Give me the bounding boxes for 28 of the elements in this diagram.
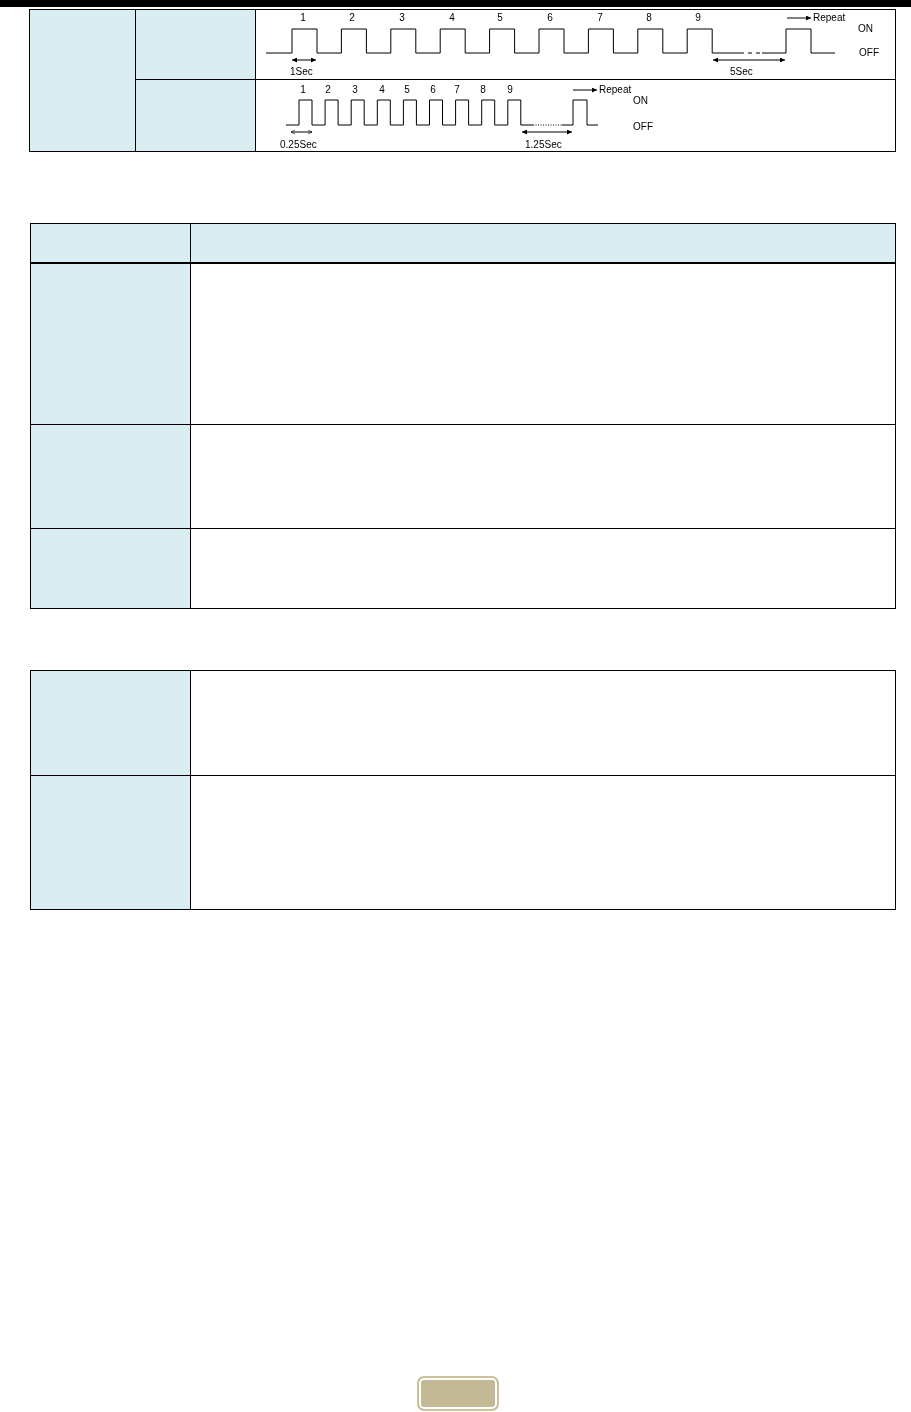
level-label: OFF [633, 121, 653, 132]
level-label: ON [858, 23, 873, 34]
pulse-number: 5 [404, 84, 410, 95]
duration-label: 1.25Sec [525, 139, 562, 150]
pulse-number: 9 [507, 84, 513, 95]
pulse-number: 8 [480, 84, 486, 95]
level-label: OFF [859, 47, 879, 58]
pulse-number: 5 [497, 12, 503, 23]
level-label: ON [633, 95, 648, 106]
pulse-number: 1 [300, 12, 306, 23]
pulse-number: 4 [379, 84, 385, 95]
pulse-number: 2 [349, 12, 355, 23]
pulse-number: 6 [430, 84, 436, 95]
repeat-label: Repeat [599, 84, 632, 95]
duration-label: 5Sec [730, 66, 753, 77]
repeat-label: Repeat [813, 12, 846, 23]
pulse-number: 1 [300, 84, 306, 95]
pulse-number: 8 [646, 12, 652, 23]
pulse-number: 7 [597, 12, 603, 23]
pulse-number: 3 [352, 84, 358, 95]
pulse-number: 3 [399, 12, 405, 23]
pulse-number: 6 [547, 12, 553, 23]
pulse-number: 4 [449, 12, 455, 23]
pulse-number: 7 [454, 84, 460, 95]
pulse-number: 9 [695, 12, 701, 23]
duration-label: 1Sec [290, 66, 313, 77]
duration-label: 0.25Sec [280, 139, 317, 150]
pulse-number: 2 [325, 84, 331, 95]
